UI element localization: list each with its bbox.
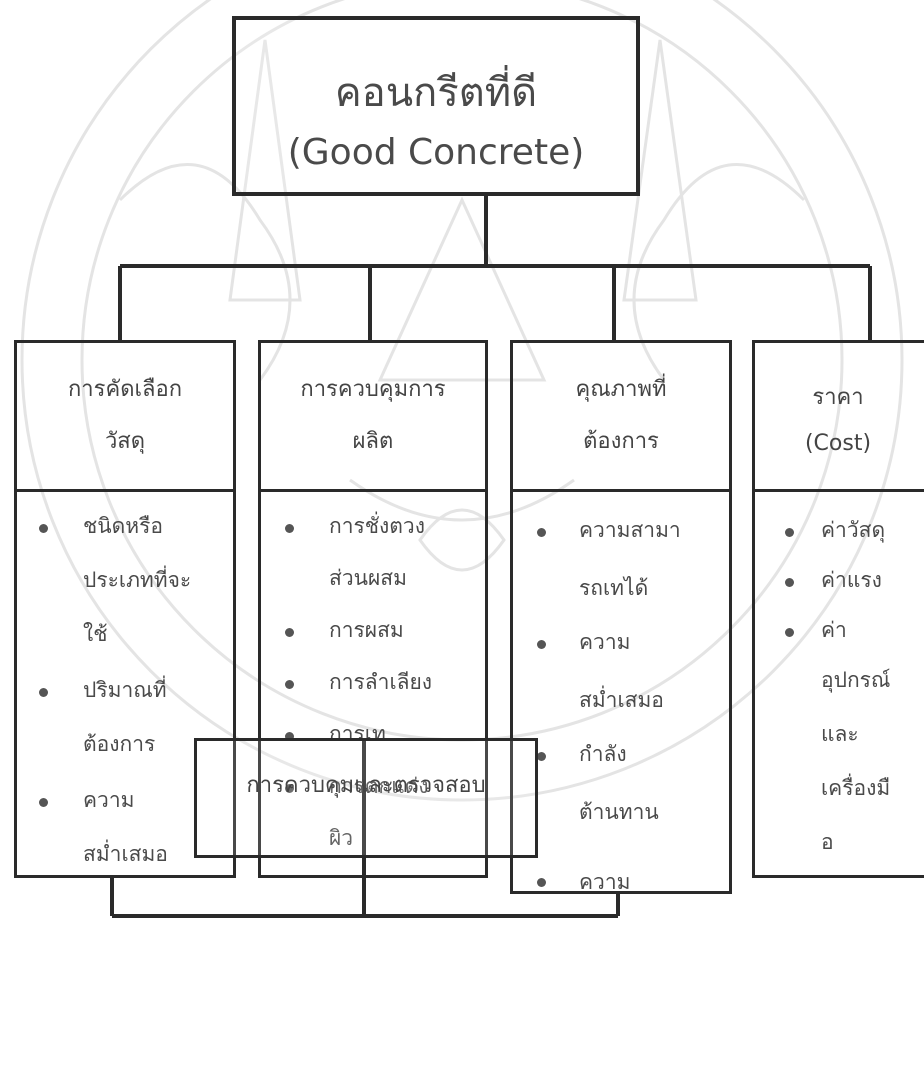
item-line: การเท [329,722,386,746]
bullet-icon [785,578,794,587]
bullet-icon [39,524,48,533]
column-heading: การคัดเลือก วัสดุ [17,343,233,492]
title-english: (Good Concrete) [287,132,585,173]
bullet-icon [285,524,294,533]
bullet-icon [285,784,294,793]
bullet-icon [537,528,546,537]
bullet-icon [285,628,294,637]
item-line: ชนิดหรือ [83,514,163,538]
item-line: ปริมาณที่ [83,678,167,702]
item-line: อ [821,830,834,854]
heading-line: (Cost) [804,431,872,456]
bullet-icon [285,732,294,741]
item-line: อุปกรณ์ [821,668,891,692]
item-line: ค่า [821,618,847,642]
column-heading: คุณภาพที่ ต้องการ [513,343,729,492]
bullet-icon [537,640,546,649]
heading-line: ราคา [812,385,864,410]
heading-line: การคัดเลือก [67,377,183,402]
item-line: และ [821,722,859,746]
item-line: กำลัง [579,742,627,766]
item-line: ต้านทาน [579,800,659,824]
bullet-icon [39,688,48,697]
column-items: การชั่งตวง ส่วนผสม การผสม การลำเลียง การ… [261,492,485,875]
item-line: การตกแต่ง [329,774,429,798]
bullet-icon [537,752,546,761]
bullet-icon [537,878,546,887]
item-line: ค่าวัสดุ [821,518,886,542]
item-line: สม่ำเสมอ [83,842,168,866]
column-cost: ราคา (Cost) ค่าวัสดุ ค่าแรง ค่า อุปกรณ์ … [752,340,924,878]
item-line: รถเทได้ [579,576,649,600]
item-line: ความ [579,630,631,654]
column-required-quality: คุณภาพที่ ต้องการ ความสามา รถเทได้ ความ … [510,340,732,894]
item-line: ต้องการ [83,732,156,756]
heading-line: การควบคุมการ [300,377,446,402]
column-items: ชนิดหรือ ประเภทที่จะ ใช้ ปริมาณที่ ต้องก… [17,492,233,875]
heading-line: ต้องการ [583,429,659,454]
item-line: ผิว [329,826,354,850]
item-line: ส่วนผสม [329,566,407,590]
item-line: ค่าแรง [821,568,882,592]
bullet-icon [39,798,48,807]
bullet-icon [285,680,294,689]
title-thai: คอนกรีตที่ดี [334,70,538,116]
heading-line: วัสดุ [104,429,146,454]
item-line: ประเภทที่จะ [83,568,192,592]
item-line: ใช้ [83,622,108,646]
column-production-control: การควบคุมการ ผลิต การชั่งตวง ส่วนผสม การ… [258,340,488,878]
heading-line: ผลิต [352,429,394,454]
column-heading: ราคา (Cost) [755,343,924,492]
item-line: ความ [83,788,135,812]
control-and-inspection-box: การควบคุมและตรวจสอบ [194,738,538,858]
heading-line: คุณภาพที่ [575,377,667,402]
bullet-icon [785,628,794,637]
item-line: สม่ำเสมอ [579,688,664,712]
column-heading: การควบคุมการ ผลิต [261,343,485,492]
item-line: เครื่องมื [821,776,891,800]
item-line: การผสม [329,618,404,642]
column-items: ค่าวัสดุ ค่าแรง ค่า อุปกรณ์ และ เครื่องม… [755,492,924,875]
bullet-icon [785,528,794,537]
item-line: การชั่งตวง [329,514,425,538]
item-line: ความ [579,870,631,894]
control-and-inspection-label: การควบคุมและตรวจสอบ [246,773,486,798]
good-concrete-box: คอนกรีตที่ดี (Good Concrete) [232,16,640,196]
item-line: ความสามา [579,518,681,542]
column-material-selection: การคัดเลือก วัสดุ ชนิดหรือ ประเภทที่จะ ใ… [14,340,236,878]
column-items: ความสามา รถเทได้ ความ สม่ำเสมอ กำลัง ต้า… [513,492,729,891]
item-line: การลำเลียง [329,670,433,694]
